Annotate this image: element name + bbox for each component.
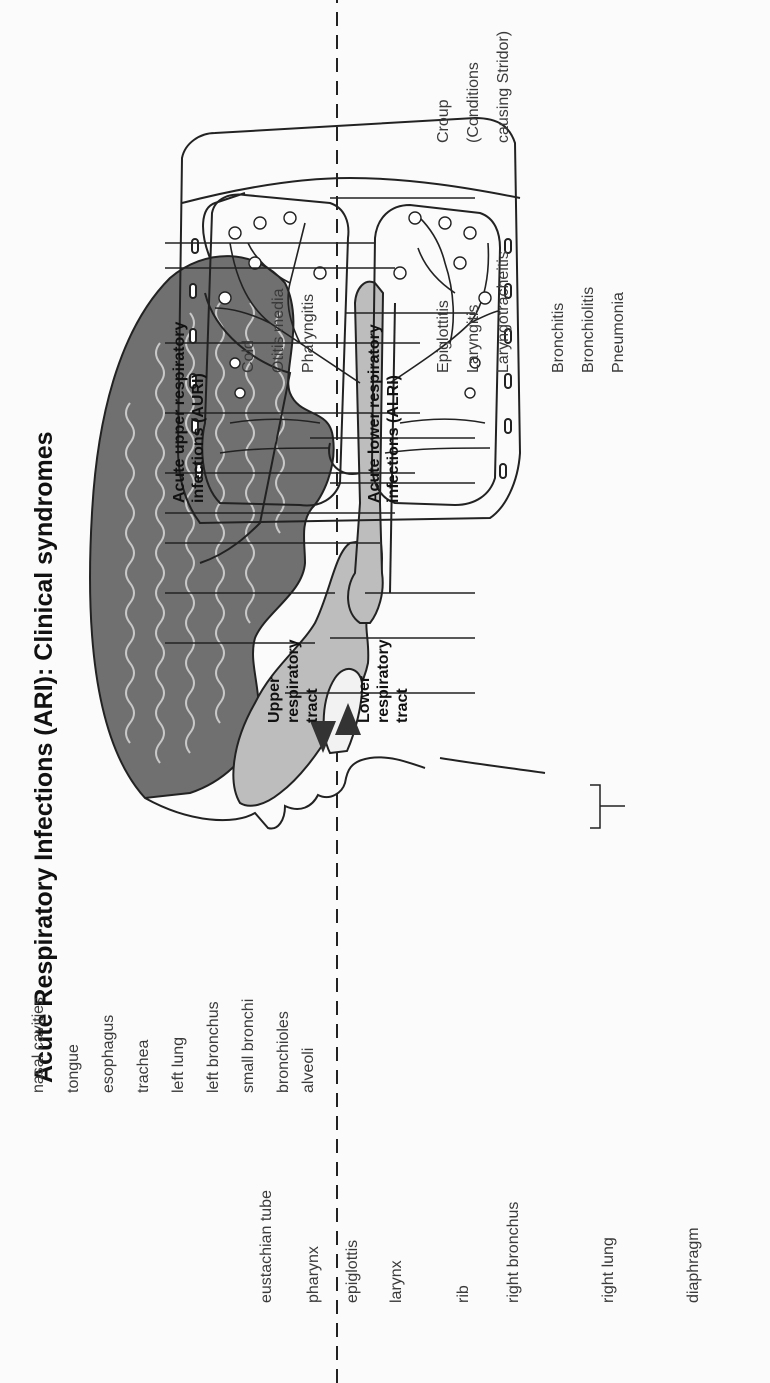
lower-tract-label: Lower respiratory tract — [355, 639, 412, 723]
label-eustachian-tube: eustachian tube — [258, 1190, 276, 1303]
label-nasal-cavities: nasal cavities — [30, 997, 48, 1093]
alri-item-pneumonia: Pneumonia — [610, 292, 628, 373]
alri-item-laryngitis: Laryngitis — [465, 305, 483, 373]
shoulder-left — [440, 758, 545, 773]
label-diaphragm: diaphragm — [685, 1227, 703, 1303]
croup-label: Croup — [435, 99, 453, 143]
alri-item-epiglottitis: Epiglottitis — [435, 300, 453, 373]
page-title: Acute Respiratory Infections (ARI): Clin… — [30, 431, 59, 1083]
alri-item-bronchitis: Bronchitis — [550, 303, 568, 373]
shoulder-right — [203, 193, 245, 258]
label-larynx: larynx — [388, 1260, 406, 1303]
label-tongue: tongue — [65, 1044, 83, 1093]
label-alveoli: alveoli — [300, 1048, 318, 1093]
croup-note-line2: causing Stridor) — [495, 31, 513, 143]
label-left-lung: left lung — [170, 1037, 188, 1093]
auri-item-pharyngitis: Pharyngitis — [300, 294, 318, 373]
alri-item-bronchiolitis: Bronchiolitis — [580, 287, 598, 373]
label-pharynx: pharynx — [305, 1246, 323, 1303]
auri-item-cold: Cold — [240, 340, 258, 373]
auri-item-otitis-media: Otitis media — [270, 289, 288, 373]
label-right-lung: right lung — [600, 1237, 618, 1303]
label-right-bronchus: right bronchus — [505, 1202, 523, 1303]
label-bronchioles: bronchioles — [275, 1011, 293, 1093]
croup-bracket — [590, 785, 600, 828]
label-esophagus: esophagus — [100, 1015, 118, 1093]
diaphragm-line — [182, 178, 520, 203]
croup-note-line1: (Conditions — [465, 62, 483, 143]
label-left-bronchus: left bronchus — [205, 1001, 223, 1093]
alri-heading: Acute lower respiratory infections (ALRI… — [365, 324, 403, 503]
upper-tract-label: Upper respiratory tract — [265, 639, 322, 723]
label-trachea: trachea — [135, 1040, 153, 1093]
label-epiglottis: epiglottis — [344, 1240, 362, 1303]
alri-item-laryngotracheitis: Laryngotracheitis — [495, 251, 513, 373]
auri-heading: Acute upper respiratory infections (AURI… — [170, 322, 208, 503]
label-small-bronchi: small bronchi — [240, 999, 258, 1093]
label-rib: rib — [455, 1285, 473, 1303]
